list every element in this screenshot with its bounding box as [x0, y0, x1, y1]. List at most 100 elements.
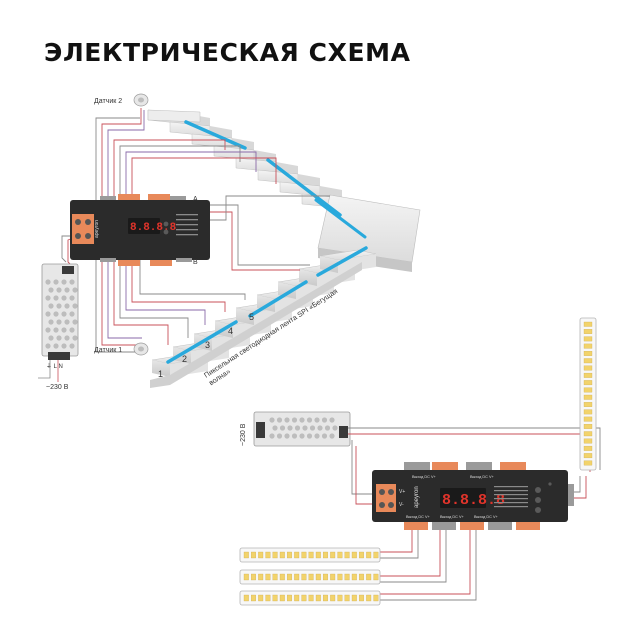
controller-lower-input-plus: V+ [399, 489, 405, 495]
led-chip [287, 573, 292, 581]
controller-lower-spec-line [494, 490, 528, 492]
led-chip [265, 573, 271, 581]
psu-vent-hole [276, 433, 283, 439]
led-chip [258, 573, 264, 581]
terminal-block [150, 260, 172, 266]
led-chip [315, 551, 321, 559]
terminal-block [404, 522, 428, 530]
step-numbers: 1 2 3 4 5 [158, 312, 254, 379]
terminal-block-gray [176, 258, 192, 262]
controller-upper-spec-line [176, 214, 198, 216]
sensor-1 [133, 342, 149, 356]
led-chip [583, 402, 593, 407]
led-chip [265, 551, 271, 559]
led-chip [301, 551, 307, 559]
terminal-block-gray [100, 196, 116, 200]
psu-vent-hole [64, 303, 70, 309]
terminal-block [460, 522, 484, 530]
psu-vent-hole [72, 303, 78, 309]
terminal-block [432, 522, 456, 530]
psu-vent-hole [321, 433, 328, 439]
led-chip [323, 573, 328, 581]
sensor-2-label: Датчик 2 [94, 98, 122, 105]
step-number-5: 5 [249, 312, 254, 322]
led-chip [251, 551, 256, 559]
led-chip [258, 551, 264, 559]
psu-vent-hole [72, 335, 78, 341]
led-strip-vertical [579, 317, 597, 471]
controller-upper-spec-line [176, 219, 198, 221]
led-chip [583, 431, 593, 437]
psu-vent-hole [56, 319, 62, 325]
psu-vent-hole [61, 343, 67, 349]
controller-upper: apeyron 8.8.8.8 [70, 194, 210, 266]
led-chip [323, 594, 328, 602]
psu-vent-hole [314, 417, 320, 423]
psu-vent-hole [45, 311, 51, 317]
psu-vent-hole [299, 433, 305, 439]
led-strip-horizontal-1 [239, 547, 381, 563]
terminal-block [432, 462, 458, 470]
led-chip [366, 594, 372, 602]
stair-lower-riser [320, 256, 338, 273]
led-chip [308, 573, 314, 581]
terminal-b-label: B [193, 259, 198, 266]
psu-vent-hole [48, 335, 54, 341]
led-chip [373, 551, 379, 559]
terminal-a-label: A [193, 196, 198, 203]
led-strip-horizontal-2 [239, 569, 381, 585]
led-chip [337, 573, 343, 581]
led-chip [243, 573, 249, 581]
terminal-block-side [568, 484, 574, 506]
psu-vent-hole [56, 303, 62, 309]
psu-vent-hole [329, 417, 335, 423]
led-chip [373, 573, 379, 581]
psu-vent-hole [45, 327, 51, 333]
psu-vent-hole [53, 311, 59, 317]
led-chip [359, 551, 364, 559]
led-chip [294, 573, 300, 581]
led-strip-horizontal-3 [239, 590, 381, 606]
sensor-2 [133, 93, 149, 107]
led-chip [294, 594, 300, 602]
led-chip [243, 551, 249, 559]
mains-wire-upper [38, 360, 51, 379]
psu-vent-hole [299, 417, 305, 423]
led-chip [258, 594, 264, 602]
psu-vent-hole [56, 287, 62, 293]
step-number-1: 1 [158, 369, 163, 379]
psu-vent-hole [69, 279, 75, 285]
led-chip [583, 394, 593, 400]
led-chip [583, 343, 593, 349]
led-chip [279, 551, 285, 559]
mains-label-upper: ~230 В [46, 384, 69, 391]
psu-vent-hole [284, 417, 290, 423]
page-title: ЭЛЕКТРИЧЕСКАЯ СХЕМА [44, 38, 411, 67]
terminal-block-gray [100, 258, 116, 262]
led-chip [583, 453, 593, 459]
psu-vent-hole [279, 425, 286, 431]
upper-wires [61, 108, 330, 353]
led-chip [583, 445, 593, 451]
led-chip [272, 551, 278, 559]
psu-vent-hole [69, 343, 75, 349]
controller-lower-spec-line [494, 486, 528, 488]
controller-upper-brand: apeyron [94, 220, 100, 238]
led-chip [583, 424, 593, 429]
led-chip [351, 573, 357, 581]
led-chip [287, 551, 292, 559]
psu-vent-hole [53, 279, 59, 285]
led-chip [265, 594, 271, 602]
psu-vent-hole [302, 425, 308, 431]
stair-side-wall [150, 262, 362, 388]
lower-bottom-output-1: Выход DC V+ [406, 515, 430, 519]
stair-led-lower-1 [166, 320, 238, 364]
led-chip [337, 594, 343, 602]
led-chip [373, 594, 379, 602]
psu-vent-hole [61, 327, 67, 333]
step-number-2: 2 [182, 354, 187, 364]
led-strips-stairs [166, 120, 368, 364]
psu-vent-hole [276, 417, 283, 423]
psu-vent-hole [69, 295, 75, 301]
led-chip [251, 594, 256, 602]
